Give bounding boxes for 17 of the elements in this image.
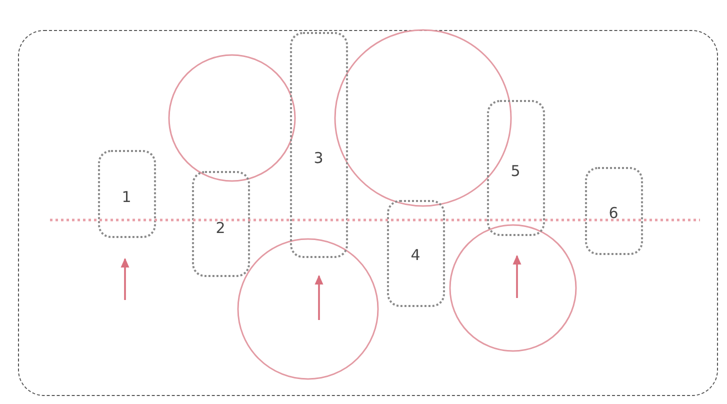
box-number: 2 bbox=[214, 218, 226, 236]
box-number: 3 bbox=[312, 148, 324, 166]
dotted-box bbox=[386, 200, 444, 306]
circle-outline bbox=[168, 54, 296, 182]
circle-outline bbox=[448, 224, 576, 352]
circle-outline bbox=[334, 28, 512, 206]
box-number: 1 bbox=[120, 188, 132, 206]
dotted-box bbox=[192, 170, 250, 276]
dotted-box bbox=[486, 100, 544, 236]
box-number: 6 bbox=[608, 204, 620, 222]
box-number: 4 bbox=[410, 246, 422, 264]
circle-outline bbox=[236, 238, 378, 380]
dashed-frame bbox=[18, 30, 718, 396]
dotted-box bbox=[290, 32, 348, 258]
box-number: 5 bbox=[510, 162, 522, 180]
dotted-box bbox=[98, 150, 156, 238]
dotted-box bbox=[584, 166, 642, 254]
